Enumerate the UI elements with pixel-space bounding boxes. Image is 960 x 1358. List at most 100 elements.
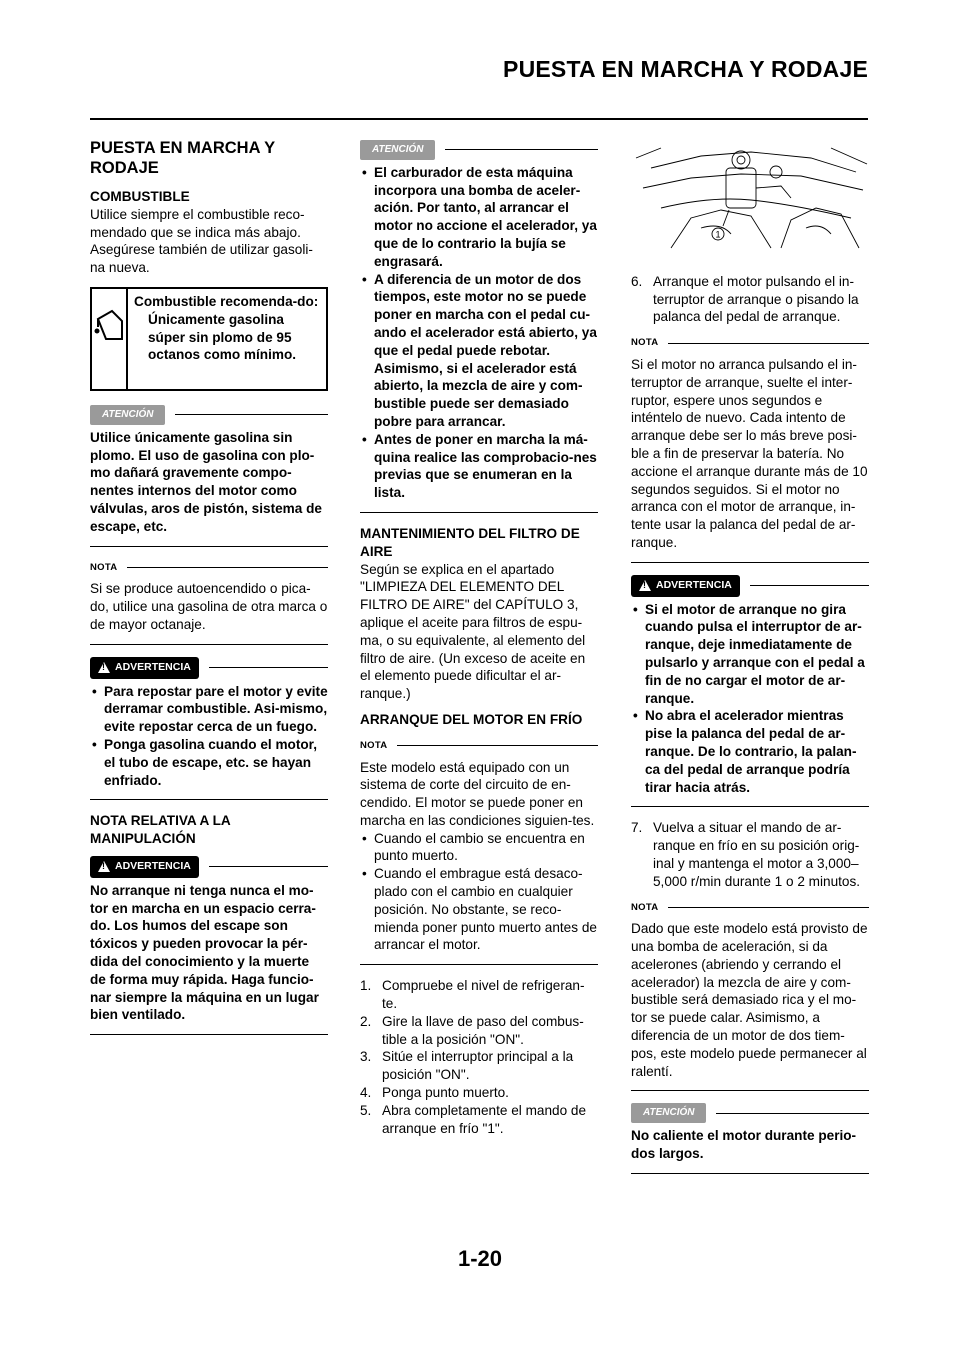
combustible-title: COMBUSTIBLE bbox=[90, 189, 190, 204]
step-text: Vuelva a situar el mando de ar-ranque en… bbox=[653, 820, 861, 889]
nota-label: NOTA bbox=[631, 901, 659, 913]
step-item: 3.Sitúe el interruptor principal a la po… bbox=[360, 1048, 598, 1084]
column-1: PUESTA EN MARCHA Y RODAJE COMBUSTIBLE Ut… bbox=[90, 138, 328, 1047]
step-number: 3. bbox=[360, 1049, 372, 1065]
header-rule bbox=[716, 1112, 869, 1114]
callout-circle bbox=[711, 227, 725, 241]
step-text: Gire la llave de paso del combus-tible a… bbox=[382, 1013, 584, 1047]
nota-header: NOTA bbox=[631, 899, 869, 917]
nota-header: NOTA bbox=[90, 559, 328, 577]
warning-icon bbox=[639, 580, 651, 592]
advertencia-label: ADVERTENCIA bbox=[656, 578, 732, 591]
step-number: 7. bbox=[631, 820, 643, 836]
steps-list: 7. Vuelva a situar el mando de ar-ranque … bbox=[631, 819, 869, 890]
nota-text: Si el motor no arranca pulsando el in-te… bbox=[631, 356, 868, 550]
nota-text: Este modelo está equipado con un sistema… bbox=[360, 759, 595, 828]
step-item: 5. Abra completamente el mando de arranqu… bbox=[360, 1102, 598, 1138]
filtro-title: MANTENIMIENTO DEL FILTRO DE AIRE bbox=[360, 525, 580, 559]
fuel-spec-title: Combustible recomenda-do: bbox=[134, 293, 319, 309]
nota-header: NOTA bbox=[360, 737, 598, 755]
header-rule bbox=[668, 342, 869, 344]
advertencia-badge: ADVERTENCIA bbox=[631, 574, 740, 597]
list-item: Antes de poner en marcha la má-quina rea… bbox=[360, 431, 598, 502]
nota-label: NOTA bbox=[360, 739, 388, 751]
atencion-badge: ATENCIÓN bbox=[631, 1103, 707, 1124]
header-rule bbox=[208, 667, 328, 669]
atencion-header: ATENCIÓN bbox=[631, 1103, 869, 1124]
callout-number: 1 bbox=[715, 230, 720, 240]
fuel-spec-text: Combustible recomenda-do: Únicamente gas… bbox=[128, 289, 326, 389]
atencion-list: El carburador de esta máquina incorpora … bbox=[360, 164, 598, 502]
steps-list: 1. Compruebe el nivel de refrigeran-te. 2… bbox=[360, 977, 598, 1137]
step-item: 2. Gire la llave de paso del combus-tible… bbox=[360, 1013, 598, 1049]
carburetor-diagram: 1 bbox=[635, 147, 868, 249]
advertencia-header: ADVERTENCIA bbox=[90, 855, 328, 878]
callout-end-rule bbox=[360, 964, 598, 966]
nota-list: Cuando el cambio se encuentra en punto m… bbox=[360, 830, 598, 955]
step-text: Compruebe el nivel de refrigeran-te. bbox=[382, 978, 585, 1012]
callout-end-rule bbox=[360, 511, 598, 513]
step-number: 4. bbox=[360, 1085, 372, 1101]
steps-list: 6.Arranque el motor pulsando el in-terru… bbox=[631, 273, 869, 326]
step-item: 4. Ponga punto muerto. bbox=[360, 1084, 598, 1102]
fuel-spec-box: Combustible recomenda-do: Únicamente gas… bbox=[90, 286, 328, 391]
list-item: Si el motor de arranque no gira cuando p… bbox=[631, 601, 869, 708]
callout-end-rule bbox=[90, 1034, 328, 1036]
nota-text: Si se produce autoencendido o pica-do, u… bbox=[90, 581, 328, 632]
step-number: 6. bbox=[631, 273, 643, 289]
header-rule bbox=[397, 745, 598, 747]
nota-label: NOTA bbox=[90, 561, 118, 573]
step-text: Abra completamente el mando de arranque … bbox=[382, 1102, 587, 1136]
header-rule bbox=[208, 866, 328, 868]
header-rule bbox=[127, 566, 328, 568]
warning-icon bbox=[98, 861, 110, 873]
step-item: 6.Arranque el motor pulsando el in-terru… bbox=[631, 273, 869, 326]
header-rule bbox=[445, 149, 598, 151]
atencion-badge: ATENCIÓN bbox=[360, 140, 436, 160]
atencion-text: Utilice únicamente gasolina sin plomo. E… bbox=[90, 429, 322, 534]
combustible-text: Utilice siempre el combustible reco-mend… bbox=[90, 206, 313, 276]
step-item: 7. Vuelva a situar el mando de ar-ranque … bbox=[631, 819, 869, 890]
section-heading: PUESTA EN MARCHA Y RODAJE bbox=[90, 139, 275, 177]
atencion-text: No caliente el motor durante perio-dos l… bbox=[631, 1128, 857, 1162]
step-item: 1. Compruebe el nivel de refrigeran-te. bbox=[360, 977, 598, 1013]
column-3: 1 6.Arranque el motor pulsando el in-ter… bbox=[631, 138, 869, 1186]
column-2: ATENCIÓN El carburador de esta máquina i… bbox=[360, 138, 598, 1137]
list-item: No abra el acelerador mientras pise la p… bbox=[631, 707, 869, 796]
advertencia-header: ADVERTENCIA bbox=[90, 656, 328, 679]
nota-label: NOTA bbox=[631, 337, 659, 349]
advertencia-label: ADVERTENCIA bbox=[115, 660, 191, 673]
callout-end-rule bbox=[631, 806, 869, 808]
step-number: 5. bbox=[360, 1102, 372, 1118]
page-title: PUESTA EN MARCHA Y RODAJE bbox=[503, 56, 868, 82]
list-item: El carburador de esta máquina incorpora … bbox=[360, 164, 598, 271]
manipulacion-title: NOTA RELATIVA A LA MANIPULACIÓN bbox=[90, 813, 231, 847]
advertencia-label: ADVERTENCIA bbox=[115, 859, 191, 872]
callout-end-rule bbox=[90, 545, 328, 547]
atencion-header: ATENCIÓN bbox=[90, 404, 328, 425]
header-rule bbox=[668, 906, 869, 908]
step-number: 1. bbox=[360, 978, 372, 994]
page-number: 1-20 bbox=[457, 1246, 503, 1271]
list-item: Cuando el embrague está desaco-plado con… bbox=[360, 865, 598, 954]
advertencia-list: Si el motor de arranque no gira cuando p… bbox=[631, 601, 869, 797]
callout-end-rule bbox=[631, 1090, 869, 1092]
advertencia-list: Para repostar pare el motor y evite derr… bbox=[90, 683, 328, 790]
nota-header: NOTA bbox=[631, 334, 869, 352]
nota-text: Dado que este modelo está provisto de un… bbox=[631, 921, 868, 1079]
header-rule bbox=[175, 414, 328, 416]
list-item: Para repostar pare el motor y evite derr… bbox=[90, 683, 328, 736]
list-item: Cuando el cambio se encuentra en punto m… bbox=[360, 830, 598, 866]
callout-end-rule bbox=[90, 643, 328, 645]
list-item: Ponga gasolina cuando el motor, el tubo … bbox=[90, 736, 328, 789]
fuel-spec-value: Únicamente gasolina súper sin plomo de 9… bbox=[148, 311, 297, 363]
callout-end-rule bbox=[90, 799, 328, 801]
header-rule bbox=[749, 585, 869, 587]
step-number: 2. bbox=[360, 1013, 372, 1029]
atencion-header: ATENCIÓN bbox=[360, 140, 598, 160]
advertencia-badge: ADVERTENCIA bbox=[90, 855, 199, 878]
step-text: Ponga punto muerto. bbox=[382, 1085, 509, 1101]
callout-end-rule bbox=[631, 561, 869, 563]
advertencia-header: ADVERTENCIA bbox=[631, 574, 869, 597]
warning-icon bbox=[98, 662, 110, 674]
